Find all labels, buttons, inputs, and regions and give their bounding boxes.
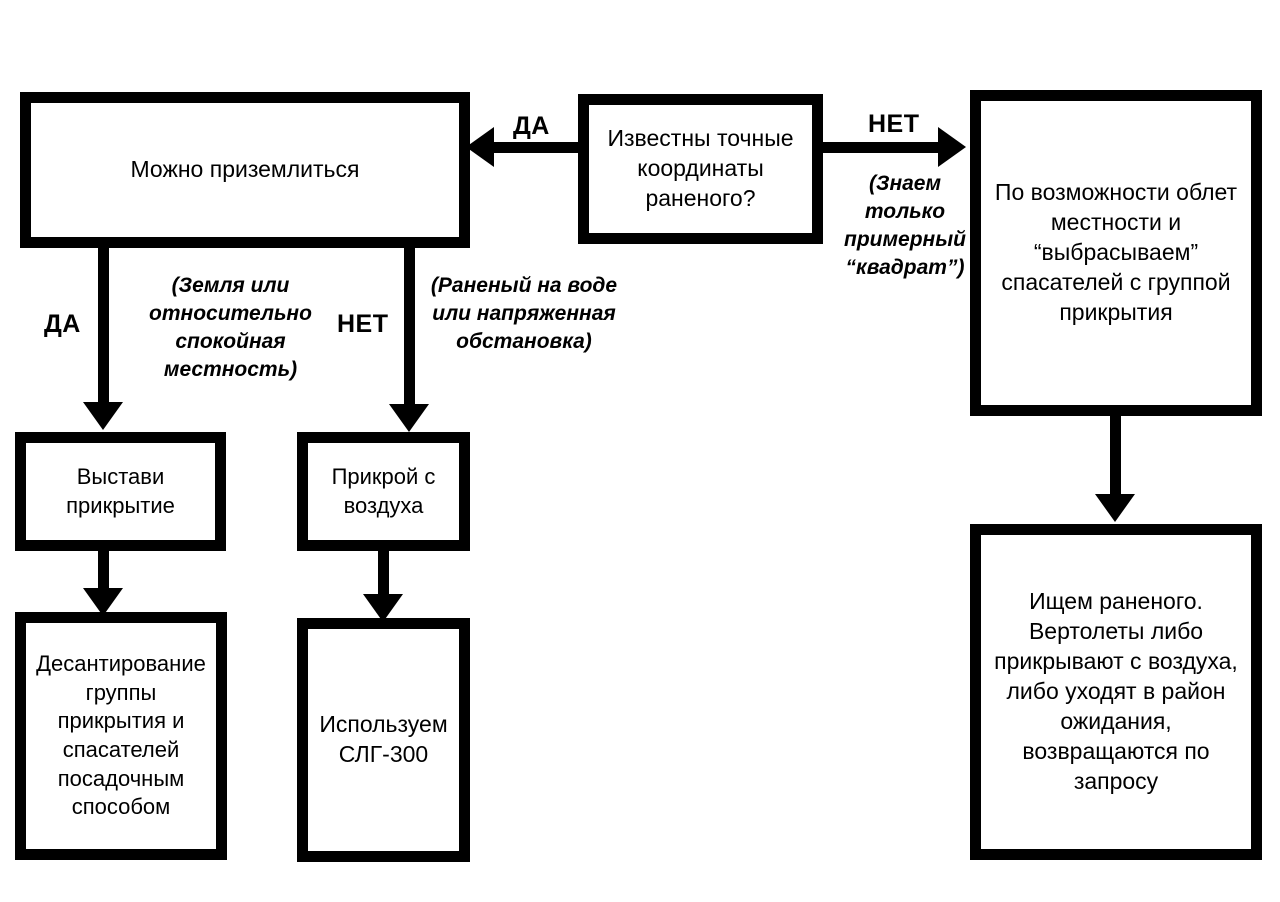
node-landing-drop-label: Десантирование группы прикрытия и спасат… xyxy=(36,651,206,820)
edge-flyover-to-search-arrowhead xyxy=(1095,494,1135,522)
node-set-cover[interactable]: Выстави прикрытие xyxy=(15,432,226,551)
node-search-wounded[interactable]: Ищем раненого. Вертолеты либо прикрывают… xyxy=(970,524,1262,860)
edge-set-cover-to-landing-drop-arrowhead xyxy=(83,588,123,616)
edge-cover-air-to-use-slg xyxy=(378,549,389,601)
node-cover-from-air[interactable]: Прикрой с воздуха xyxy=(297,432,470,551)
node-set-cover-label: Выстави прикрытие xyxy=(66,463,175,518)
node-can-land[interactable]: Можно приземлиться xyxy=(20,92,470,248)
edge-label-no-middle: НЕТ xyxy=(337,310,389,338)
node-landing-drop[interactable]: Десантирование группы прикрытия и спасат… xyxy=(15,612,227,860)
edge-label-no-top: НЕТ xyxy=(868,110,920,138)
edge-cover-air-to-use-slg-arrowhead xyxy=(363,594,403,622)
edge-label-yes-left: ДА xyxy=(44,310,81,338)
node-flyover-drop[interactable]: По возможности облет местности и “выбрас… xyxy=(970,90,1262,416)
node-cover-from-air-label: Прикрой с воздуха xyxy=(331,463,436,518)
edge-can-land-to-set-cover-arrowhead xyxy=(83,402,123,430)
note-ground-calm: (Земля или относительно спокойная местно… xyxy=(149,274,312,381)
node-can-land-label: Можно приземлиться xyxy=(130,156,360,183)
edge-decision-to-can-land-arrowhead xyxy=(466,127,494,167)
note-wounded-water: (Раненый на воде или напряженная обстано… xyxy=(430,274,618,353)
node-flyover-drop-label: По возможности облет местности и “выбрас… xyxy=(994,179,1238,325)
node-search-wounded-label: Ищем раненого. Вертолеты либо прикрывают… xyxy=(994,588,1238,794)
node-decision-coordinates-label: Известны точные координаты раненого? xyxy=(607,125,794,211)
node-use-slg[interactable]: Используем СЛГ-300 xyxy=(297,618,470,862)
note-square-only: (Знаем только примерный “квадрат”) xyxy=(844,172,966,279)
edge-can-land-to-cover-air-arrowhead xyxy=(389,404,429,432)
edge-decision-to-flyover xyxy=(818,142,938,153)
node-use-slg-label: Используем СЛГ-300 xyxy=(319,711,448,767)
edge-set-cover-to-landing-drop xyxy=(98,549,109,595)
node-decision-coordinates[interactable]: Известны точные координаты раненого? xyxy=(578,94,823,244)
edge-can-land-to-set-cover xyxy=(98,244,109,404)
edge-can-land-to-cover-air xyxy=(404,244,415,406)
edge-decision-to-flyover-arrowhead xyxy=(938,127,966,167)
edge-flyover-to-search xyxy=(1110,414,1121,498)
edge-decision-to-can-land xyxy=(494,142,584,153)
edge-label-yes-top: ДА xyxy=(513,112,550,140)
